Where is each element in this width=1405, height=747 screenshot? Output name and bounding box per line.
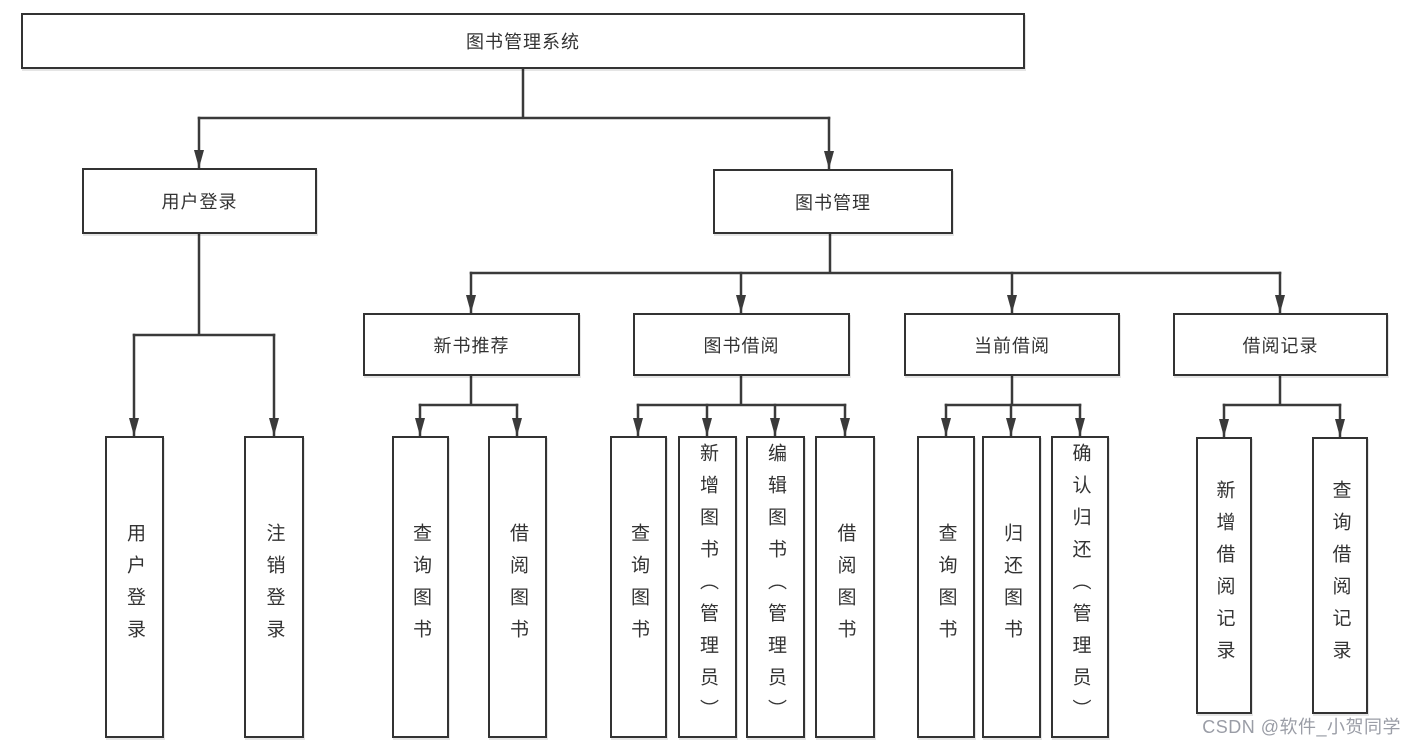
node-borrow-records: 借阅记录 — [1173, 313, 1388, 376]
leaf-return-books: 归还图书 — [982, 436, 1041, 738]
leaf-confirm-return-admin: 确认归还（管理员） — [1051, 436, 1109, 738]
leaf-query-books-borrow: 查询图书 — [610, 436, 667, 738]
leaf-query-books-current: 查询图书 — [917, 436, 975, 738]
csdn-watermark: CSDN @软件_小贺同学 — [1202, 717, 1401, 737]
node-book-management: 图书管理 — [713, 169, 953, 234]
leaf-borrow-books-recommend: 借阅图书 — [488, 436, 547, 738]
node-user-login: 用户登录 — [82, 168, 317, 234]
leaf-user-login: 用户登录 — [105, 436, 164, 738]
leaf-edit-books-admin: 编辑图书（管理员） — [746, 436, 805, 738]
leaf-query-books-recommend: 查询图书 — [392, 436, 449, 738]
node-book-borrow: 图书借阅 — [633, 313, 850, 376]
leaf-borrow-books: 借阅图书 — [815, 436, 875, 738]
leaf-query-borrow-record: 查询借阅记录 — [1312, 437, 1368, 714]
node-current-borrow: 当前借阅 — [904, 313, 1120, 376]
node-new-book-recommend: 新书推荐 — [363, 313, 580, 376]
leaf-add-books-admin: 新增图书（管理员） — [678, 436, 737, 738]
leaf-logout: 注销登录 — [244, 436, 304, 738]
leaf-add-borrow-record: 新增借阅记录 — [1196, 437, 1252, 714]
node-root-library-system: 图书管理系统 — [21, 13, 1025, 69]
